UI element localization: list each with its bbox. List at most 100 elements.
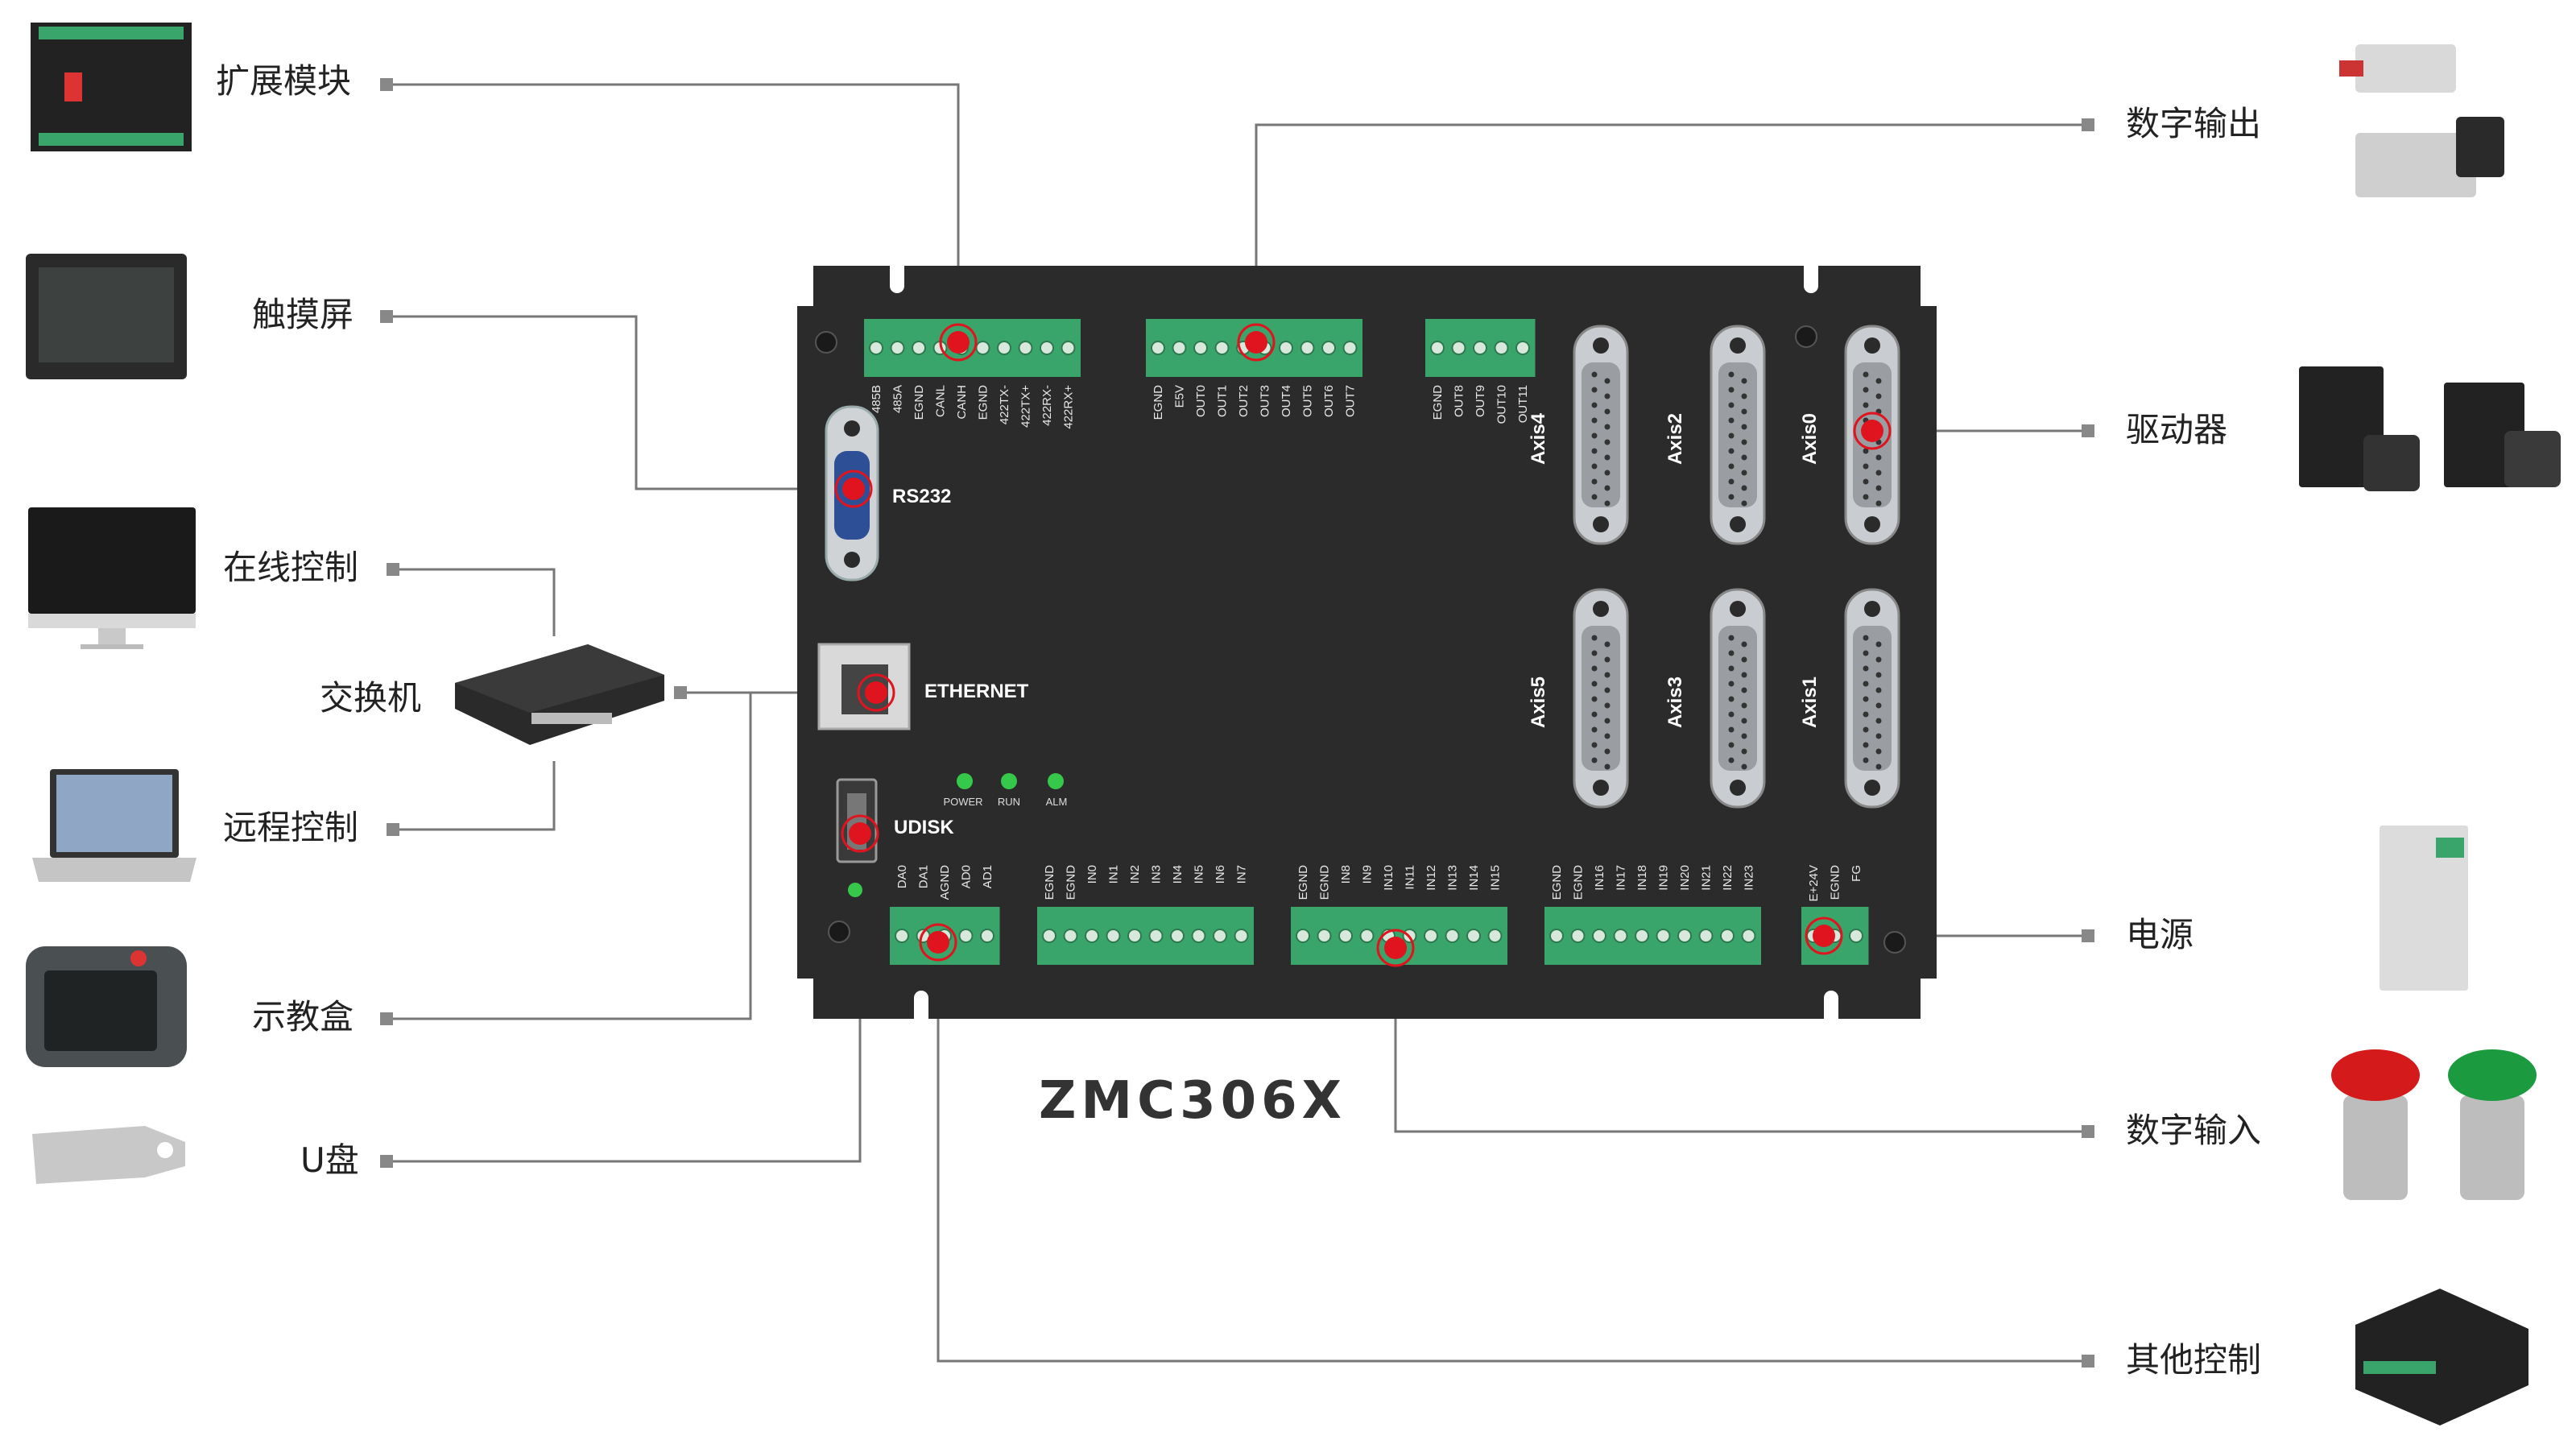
screw [1883, 931, 1906, 954]
terminal-screw [890, 341, 905, 355]
line-online [395, 568, 556, 636]
ethernet-label: ETHERNET [924, 681, 1029, 702]
pin-label: EGND [1431, 385, 1445, 420]
marker-dot [1245, 331, 1267, 354]
axis-pin [1875, 702, 1882, 709]
pin-label: IN22 [1721, 865, 1735, 891]
terminal-screw [1473, 341, 1487, 355]
axis-screw [1864, 780, 1880, 796]
board-body [797, 266, 1937, 1019]
terminal-screw [1635, 929, 1649, 943]
pin-label: DA1 [917, 865, 931, 888]
pin-label: DA0 [895, 865, 909, 888]
pin-label: IN7 [1235, 865, 1249, 883]
pin-label: 422TX+ [1019, 385, 1033, 428]
screw [1795, 325, 1817, 348]
axis-pin [1728, 696, 1735, 702]
pin-label: EGND [1152, 385, 1165, 420]
axis-pin [1863, 635, 1869, 641]
axis-pin [1741, 687, 1747, 693]
pin-label: IN5 [1193, 865, 1206, 883]
terminal-screw [1677, 929, 1692, 943]
axis-pin [1591, 681, 1598, 687]
line-pendant [387, 693, 752, 1020]
alm-led-label: ALM [1046, 796, 1068, 808]
pin-label: IN3 [1150, 865, 1164, 883]
axis-pin [1728, 387, 1735, 393]
terminal-screw [1487, 929, 1503, 943]
axis-screw [1593, 516, 1609, 532]
terminal-screw [1170, 929, 1185, 943]
axis-pin [1604, 718, 1611, 724]
mount-slot [1804, 256, 1818, 293]
line-end-squares [380, 78, 2094, 1368]
pin-label: IN21 [1700, 865, 1714, 891]
axis-pin [1863, 494, 1869, 500]
axis-pin [1728, 650, 1735, 656]
mount-slot [914, 991, 928, 1028]
mount-slot [1824, 991, 1838, 1028]
terminal-screw [1106, 929, 1121, 943]
terminal-screw [1213, 929, 1227, 943]
terminal-screw [1451, 341, 1466, 355]
marker-ring [857, 673, 895, 712]
axis-pin [1591, 463, 1598, 470]
axis-pin [1863, 478, 1869, 485]
end-square [380, 1012, 393, 1025]
pin-label: IN20 [1678, 865, 1692, 891]
axis-pin [1604, 672, 1611, 678]
label-switch: 交换机 [320, 678, 422, 718]
axis-pin [1604, 439, 1611, 445]
terminal-screw [1698, 929, 1714, 943]
axis-pin [1604, 500, 1611, 507]
axis-pin [1728, 742, 1735, 748]
axis-pin [1863, 726, 1869, 733]
pin-label: AGND [938, 865, 952, 900]
ethernet-port[interactable] [817, 643, 911, 730]
rs232-label: RS232 [892, 486, 951, 507]
end-square [2082, 1355, 2094, 1368]
axis-pin [1863, 387, 1869, 393]
axis-pin [1875, 485, 1882, 491]
line-other [937, 942, 2082, 1363]
axis-pin [1741, 641, 1747, 648]
axis-pin [1863, 463, 1869, 470]
pin-label: OUT3 [1259, 385, 1272, 417]
marker-ring [834, 470, 873, 508]
axis-pin [1875, 378, 1882, 384]
axis-pin [1604, 470, 1611, 476]
model-title: ZMC306X [1039, 1071, 1346, 1131]
terminal-screw [1040, 341, 1054, 355]
terminal-screw [1148, 929, 1164, 943]
label-power-supply: 电源 [2126, 915, 2194, 954]
axis-pin [1741, 748, 1747, 755]
terminal-screw [1151, 341, 1165, 355]
pin-label: IN6 [1214, 865, 1227, 883]
line-udisk [387, 888, 862, 1163]
axis-label: Axis1 [1799, 677, 1821, 728]
label-remote-control: 远程控制 [223, 808, 359, 847]
pin-label: IN4 [1171, 865, 1185, 883]
pin-label: IN12 [1424, 865, 1438, 891]
axis-pin [1863, 371, 1869, 378]
pin-label: IN0 [1085, 865, 1099, 883]
axis-label: Axis2 [1664, 413, 1686, 465]
terminal-screw [1342, 341, 1358, 355]
end-square [380, 1155, 393, 1168]
pin-label: E+24V [1807, 865, 1821, 901]
pin-label: CANL [934, 385, 948, 417]
axis-pin [1604, 656, 1611, 663]
terminal-screw [1359, 929, 1375, 943]
axis-pin [1741, 733, 1747, 739]
axis-pin [1863, 742, 1869, 748]
axis-pin [1728, 711, 1735, 718]
screw [815, 331, 837, 354]
axis-pin [1728, 494, 1735, 500]
axis-pin [1604, 393, 1611, 399]
pin-label: IN17 [1615, 865, 1628, 891]
pin-label: IN15 [1489, 865, 1503, 891]
axis-pin [1863, 448, 1869, 454]
pin-label: AD0 [960, 865, 974, 888]
screws [815, 325, 1906, 954]
